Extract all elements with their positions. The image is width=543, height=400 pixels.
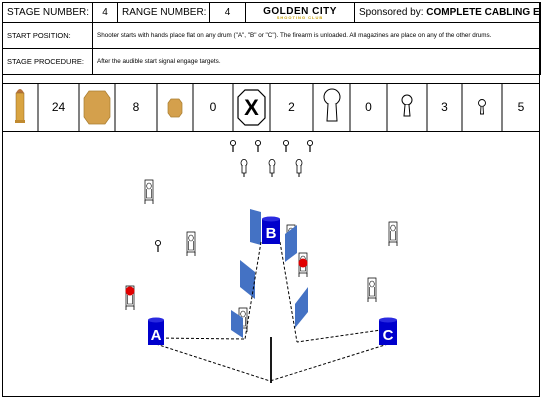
- target-count-row: X 24 8 0 2 0 3 5: [2, 83, 540, 132]
- paper-target: [367, 277, 377, 303]
- start-position-label: START POSITION:: [2, 22, 93, 49]
- drum-c: C: [379, 317, 397, 345]
- stage-number-label: STAGE NUMBER:: [2, 2, 93, 23]
- wall-panel: [250, 209, 261, 245]
- stage-number-value: 4: [92, 2, 118, 23]
- wall-panel: [285, 225, 297, 262]
- stage-procedure-label: STAGE PROCEDURE:: [2, 48, 93, 75]
- large-paper-target-count: 8: [132, 100, 140, 114]
- small-popper-count: 5: [517, 100, 525, 114]
- sponsor-label: Sponsored by:: [359, 7, 424, 18]
- sponsor-name: COMPLETE CABLING EQUIPMENT: [426, 7, 540, 18]
- small-popper: [229, 139, 237, 153]
- paper-target: [388, 221, 398, 247]
- medium-popper-icon: [401, 94, 413, 117]
- small-popper-icon: [478, 99, 486, 115]
- stage-procedure-text: After the audible start signal engage ta…: [91, 48, 542, 75]
- stage-diagram: A B C: [2, 132, 540, 397]
- small-paper-target-count: 0: [209, 100, 217, 114]
- drum-b: B: [262, 216, 280, 244]
- club-logo-text: GOLDEN CITY: [263, 5, 337, 17]
- range-number-value: 4: [209, 2, 246, 23]
- wall-panel: [231, 310, 243, 338]
- drum-b-label: B: [266, 225, 277, 242]
- no-shoot-target: [125, 286, 135, 296]
- stage-header-table: STAGE NUMBER: 4 RANGE NUMBER: 4 GOLDEN C…: [2, 2, 542, 75]
- range-number-label: RANGE NUMBER:: [117, 2, 210, 23]
- club-logo-subtext: SHOOTING CLUB: [276, 14, 324, 20]
- no-shoot-target-icon: X: [237, 89, 266, 126]
- club-logo: GOLDEN CITY SHOOTING CLUB: [244, 2, 356, 23]
- medium-popper: [268, 158, 276, 178]
- paper-target: [144, 179, 154, 205]
- drum-c-label: C: [383, 327, 394, 344]
- cartridge-count: 24: [51, 100, 66, 114]
- medium-popper: [240, 158, 248, 178]
- wall-panel: [295, 287, 308, 328]
- no-shoot-target-count: 2: [288, 100, 295, 114]
- small-popper: [154, 239, 162, 253]
- small-popper: [306, 139, 314, 153]
- movement-paths: [155, 241, 389, 382]
- drum-a: A: [148, 317, 164, 345]
- walls: [231, 209, 308, 338]
- small-popper: [282, 139, 290, 153]
- large-popper-count: 0: [365, 100, 372, 114]
- small-popper: [254, 139, 262, 153]
- start-position-text: Shooter starts with hands place flat on …: [91, 22, 542, 49]
- medium-popper-count: 3: [441, 100, 448, 114]
- small-paper-target-icon: [167, 98, 183, 118]
- wall-panel: [240, 260, 255, 299]
- large-popper-icon: [323, 88, 341, 122]
- medium-popper: [295, 158, 303, 178]
- paper-target: [186, 231, 196, 257]
- drum-a-label: A: [151, 327, 162, 344]
- sponsor: Sponsored by: COMPLETE CABLING EQUIPMENT: [354, 2, 542, 23]
- large-paper-target-icon: [83, 90, 111, 125]
- cartridge-icon: [15, 89, 25, 123]
- no-shoot-target: [298, 258, 308, 268]
- svg-text:X: X: [244, 95, 259, 120]
